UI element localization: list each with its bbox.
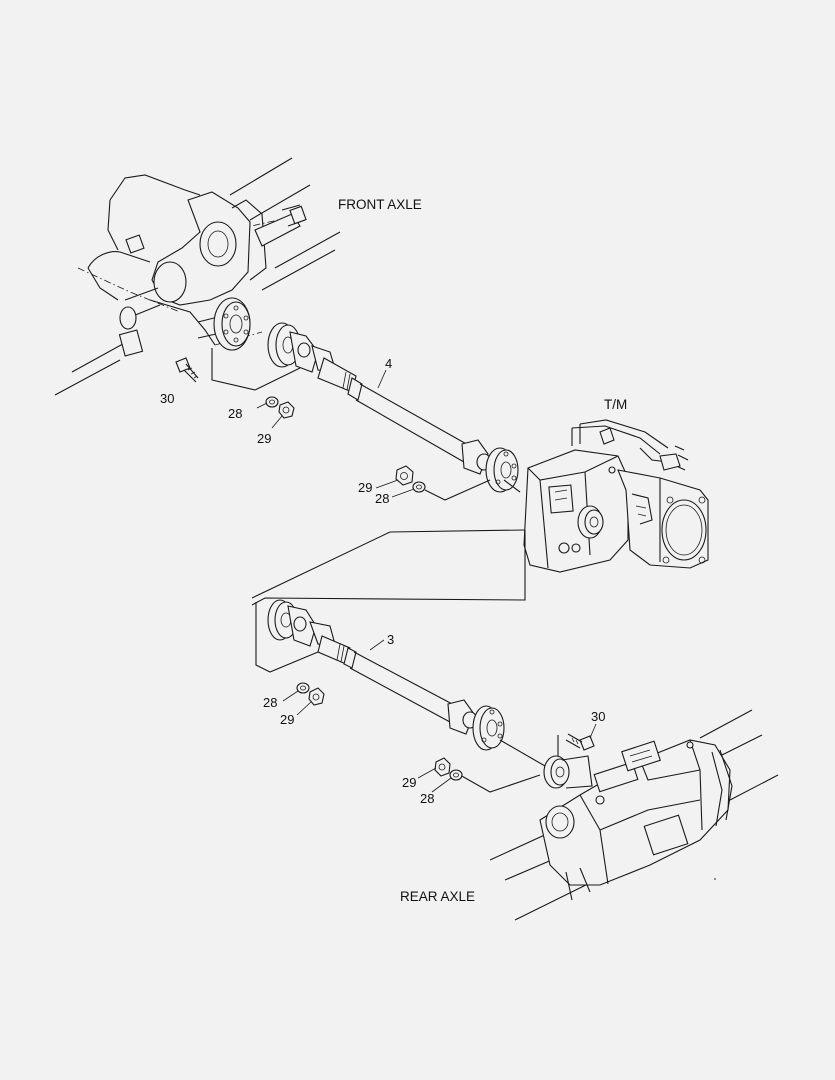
tm-washer-28 xyxy=(412,481,426,493)
front-bolt xyxy=(175,357,199,383)
rear-upper-washer-28 xyxy=(296,682,310,694)
callout-leaders xyxy=(256,402,597,793)
front-nut-29 xyxy=(278,401,295,419)
front-axle-assembly xyxy=(54,157,341,396)
front-drive-shaft xyxy=(267,322,519,493)
callout-front-shaft: 4 xyxy=(385,356,392,371)
rear-drive-shaft xyxy=(267,599,505,751)
callout-tm-nut: 29 xyxy=(358,480,372,495)
front-axle-caption: FRONT AXLE xyxy=(338,197,422,212)
callout-rear-upper-washer: 28 xyxy=(263,695,277,710)
callout-front-bolt: 30 xyxy=(160,391,174,406)
rear-axle-caption: REAR AXLE xyxy=(400,889,475,904)
callout-tm-washer: 28 xyxy=(375,491,389,506)
tm-nut-29 xyxy=(395,465,414,486)
callout-rear-lower-nut: 29 xyxy=(402,775,416,790)
rear-bolt xyxy=(565,733,595,751)
callout-rear-shaft: 3 xyxy=(387,632,394,647)
rear-upper-nut-29 xyxy=(308,687,325,706)
callout-rear-upper-nut: 29 xyxy=(280,712,294,727)
rear-axle-assembly xyxy=(489,709,779,921)
callout-front-washer: 28 xyxy=(228,406,242,421)
callout-rear-lower-washer: 28 xyxy=(420,791,434,806)
rear-lower-nut-29 xyxy=(434,757,451,777)
transmission-caption: T/M xyxy=(604,397,627,412)
transmission-assembly xyxy=(523,419,709,573)
rear-lower-washer-28 xyxy=(449,769,463,781)
callout-front-nut: 29 xyxy=(257,431,271,446)
front-washer-28 xyxy=(265,396,279,408)
callout-rear-bolt: 30 xyxy=(591,709,605,724)
